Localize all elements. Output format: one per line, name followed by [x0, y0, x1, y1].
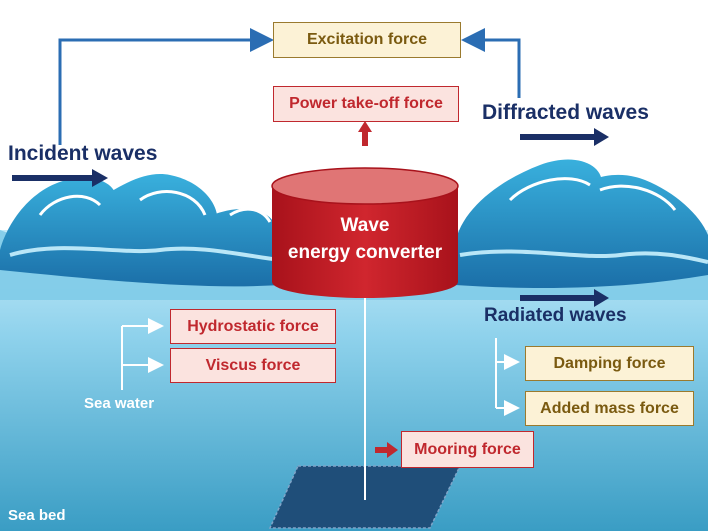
excitation-connector-right [461, 28, 521, 98]
excitation-connector-left [58, 28, 274, 145]
excitation-force-label: Excitation force [306, 31, 428, 48]
added-mass-force-label: Added mass force [540, 399, 679, 417]
mooring-force-arrow [375, 442, 398, 458]
mooring-force-box: Mooring force [401, 431, 534, 468]
viscus-force-box: Viscus force [170, 348, 336, 383]
hydrostatic-force-box: Hydrostatic force [170, 309, 336, 344]
diffracted-arrow [520, 128, 609, 146]
sea-water-bracket [121, 318, 164, 390]
right-waves [455, 159, 708, 288]
damping-force-box: Damping force [525, 346, 694, 381]
hydrostatic-force-label: Hydrostatic force [187, 317, 319, 335]
incident-waves-label: Incident waves [8, 142, 158, 165]
converter-label-line2: energy converter [287, 242, 443, 263]
radiated-waves-label: Radiated waves [484, 305, 627, 326]
excitation-force-box: Excitation force [273, 22, 461, 58]
incident-arrow [12, 169, 108, 187]
left-waves [0, 174, 281, 287]
damping-force-label: Damping force [553, 354, 666, 372]
diffracted-waves-label: Diffracted waves [482, 101, 649, 124]
converter-label-line1: Wave [340, 215, 390, 236]
viscus-force-label: Viscus force [205, 356, 301, 374]
mooring-force-label: Mooring force [414, 440, 521, 458]
added-mass-force-box: Added mass force [525, 391, 694, 426]
power-takeoff-force-box: Power take-off force [273, 86, 459, 122]
wave-energy-converter [271, 167, 459, 298]
radiated-arrow [520, 289, 609, 307]
sea-bed-label: Sea bed [8, 507, 66, 524]
power-takeoff-arrow [358, 121, 372, 146]
sea-water-label: Sea water [84, 395, 155, 412]
converter-label: Wave energy converter [272, 212, 458, 266]
power-takeoff-force-label: Power take-off force [289, 95, 443, 112]
radiated-bracket [495, 338, 520, 416]
